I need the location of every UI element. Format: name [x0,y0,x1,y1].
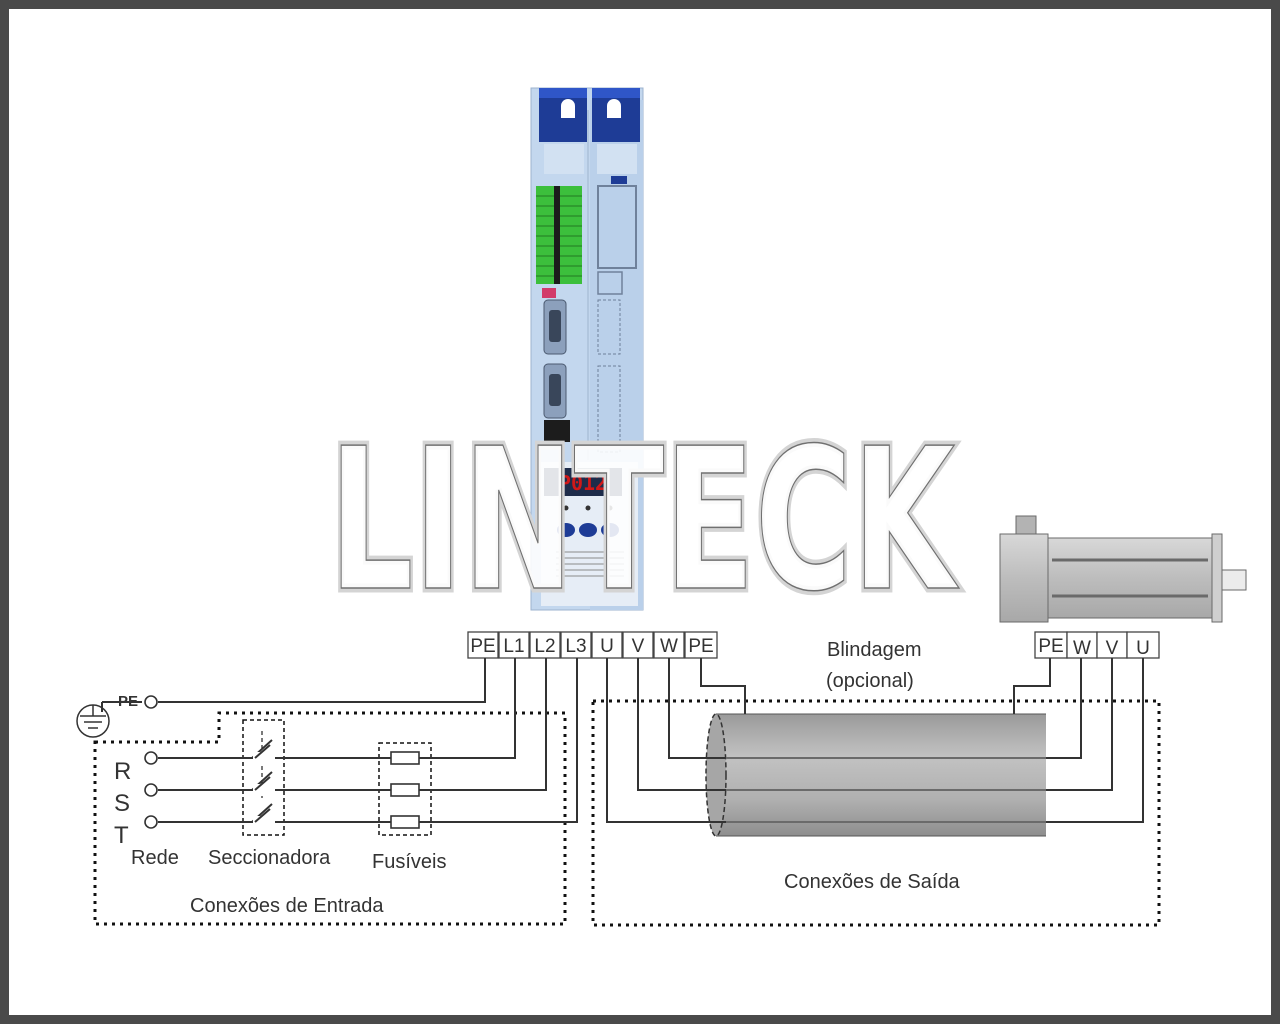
optional-label: (opcional) [826,670,914,692]
shielded-cable [705,713,1046,837]
input-connections-label: Conexões de Entrada [190,895,384,917]
diagram-frame: P012 LINTECK LINTECK [9,9,1271,1015]
wire-pe-input [158,658,486,703]
motor-terminal-u: U [1136,638,1150,659]
wire-shield-motor [1013,658,1051,714]
drive-terminal-block: PE L1 L2 L3 U V W PE [467,631,718,659]
terminal-l3: L3 [565,636,586,657]
terminal-pe-input: PE [470,636,495,657]
drive-display [544,468,622,496]
db9-connector-icon [543,363,567,419]
terminal-pe-output: PE [688,636,713,657]
motor-terminal-w: W [1073,638,1091,659]
pe-label: PE [118,693,138,710]
r-terminal-icon [144,751,158,765]
ground-icon [76,704,110,738]
wire-l1 [158,658,516,759]
fuse-icon [390,751,420,829]
fuses-label: Fusíveis [372,851,446,873]
disconnector-box [242,719,285,836]
shield-label: Blindagem [827,639,922,661]
terminal-w: W [660,636,678,657]
terminal-l1: L1 [503,636,524,657]
rj45-port-icon [544,420,570,442]
wire-l2 [158,658,547,791]
watermark: LINTECK LINTECK [325,403,964,640]
servo-motor [999,515,1247,623]
servo-drive: P012 [530,87,644,611]
output-connections-label: Conexões de Saída [784,871,961,893]
s-terminal-icon [144,783,158,797]
io-terminal-block [536,186,582,284]
terminal-v: V [632,636,645,657]
t-label: T [114,822,129,849]
svg-text:LINTECK: LINTECK [329,407,959,635]
motor-terminal-pe: PE [1038,636,1063,657]
terminal-u: U [600,636,614,657]
drive-display-text: P012 [559,471,607,495]
terminal-l2: L2 [534,636,555,657]
mains-label: Rede [131,847,179,869]
r-label: R [114,758,131,785]
watermark-text: LINTECK [329,407,959,635]
wire-l3 [158,658,578,823]
motor-shaft [1221,569,1247,591]
wiring-diagram: P012 LINTECK LINTECK [76,87,1247,927]
disconnector-label: Seccionadora [208,847,331,869]
keypad-buttons [557,523,619,537]
t-terminal-icon [144,815,158,829]
output-connections-box [591,699,1161,927]
wire-shield-drive [700,658,746,714]
s-label: S [114,790,130,817]
motor-terminal-v: V [1106,638,1119,659]
pe-terminal-icon [144,695,158,709]
input-connections-box [93,711,567,926]
motor-terminal-block: PE W V U [1034,631,1160,659]
db9-connector-icon [543,299,567,355]
